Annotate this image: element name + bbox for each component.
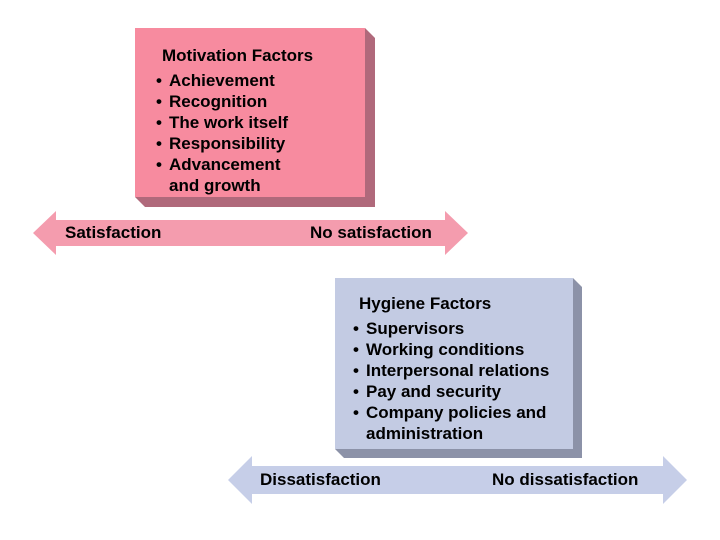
list-item: The work itself bbox=[156, 112, 357, 133]
list-item: Responsibility bbox=[156, 133, 357, 154]
hygiene-factors-box-face: Hygiene Factors Supervisors Working cond… bbox=[335, 278, 573, 449]
list-item: Working conditions bbox=[353, 339, 567, 360]
list-item: Achievement bbox=[156, 70, 357, 91]
dissatisfaction-label: Dissatisfaction bbox=[260, 470, 381, 489]
motivation-factors-box: Motivation Factors Achievement Recogniti… bbox=[135, 28, 365, 197]
list-item: Advancement and growth bbox=[156, 154, 357, 196]
satisfaction-arrow: Satisfaction No satisfaction bbox=[33, 211, 468, 255]
satisfaction-label: Satisfaction bbox=[65, 223, 162, 242]
no-dissatisfaction-label: No dissatisfaction bbox=[492, 470, 639, 489]
list-item: Supervisors bbox=[353, 318, 567, 339]
motivation-factors-list: Achievement Recognition The work itself … bbox=[156, 70, 357, 196]
motivation-box-title: Motivation Factors bbox=[162, 46, 314, 65]
dissatisfaction-arrow: Dissatisfaction No dissatisfaction bbox=[228, 456, 687, 504]
hygiene-factors-list: Supervisors Working conditions Interpers… bbox=[353, 318, 567, 444]
list-item: Pay and security bbox=[353, 381, 567, 402]
no-satisfaction-label: No satisfaction bbox=[310, 223, 432, 242]
list-item: Interpersonal relations bbox=[353, 360, 567, 381]
motivation-factors-box-face: Motivation Factors Achievement Recogniti… bbox=[135, 28, 365, 197]
list-item: Recognition bbox=[156, 91, 357, 112]
list-item: Company policies and administration bbox=[353, 402, 567, 444]
hygiene-factors-box: Hygiene Factors Supervisors Working cond… bbox=[335, 278, 573, 449]
hygiene-box-title: Hygiene Factors bbox=[359, 294, 492, 313]
